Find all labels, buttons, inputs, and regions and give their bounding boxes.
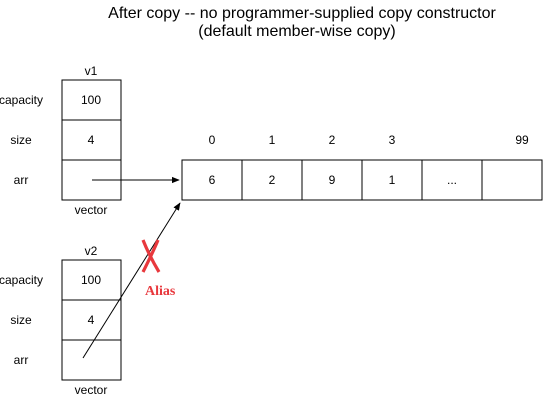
array-value-ellipsis: ... bbox=[447, 173, 457, 187]
v1-size-cell bbox=[61, 119, 122, 161]
array-value-1: 2 bbox=[269, 173, 276, 187]
x-mark-icon bbox=[141, 239, 161, 273]
array-cell-0 bbox=[181, 159, 243, 201]
vector-v1: v1 capacity size arr 100 4 vector bbox=[0, 64, 122, 217]
v1-size-value: 4 bbox=[88, 133, 95, 147]
v2-arr-label: arr bbox=[14, 353, 29, 367]
v2-size-label: size bbox=[10, 313, 32, 327]
v1-type-label: vector bbox=[75, 203, 108, 217]
v1-size-label: size bbox=[10, 133, 32, 147]
v1-capacity-cell bbox=[61, 79, 122, 121]
v2-capacity-cell bbox=[61, 259, 122, 301]
array-value-0: 6 bbox=[209, 173, 216, 187]
array-cell-ellipsis bbox=[421, 159, 483, 201]
v2-name: v2 bbox=[85, 244, 98, 258]
v1-arr-label: arr bbox=[14, 173, 29, 187]
v2-size-value: 4 bbox=[88, 313, 95, 327]
array-index-99: 99 bbox=[515, 133, 529, 147]
array-value-3: 1 bbox=[389, 173, 396, 187]
v2-arr-pointer-arrow bbox=[82, 202, 181, 359]
array-value-2: 9 bbox=[329, 173, 336, 187]
array-index-2: 2 bbox=[329, 133, 336, 147]
v2-type-label: vector bbox=[75, 383, 108, 397]
vector-v2: v2 capacity size arr 100 4 vector bbox=[0, 244, 122, 397]
array-cell-1 bbox=[241, 159, 303, 201]
v2-capacity-value: 100 bbox=[81, 273, 101, 287]
heap-array: 0 1 2 3 99 6 2 9 1 ... bbox=[181, 133, 543, 201]
diagram-subtitle: (default member-wise copy) bbox=[198, 23, 395, 40]
array-cell-3 bbox=[361, 159, 423, 201]
diagram-title: After copy -- no programmer-supplied cop… bbox=[108, 5, 496, 22]
v1-capacity-label: capacity bbox=[0, 93, 43, 107]
array-index-3: 3 bbox=[389, 133, 396, 147]
array-cell-2 bbox=[301, 159, 363, 201]
v2-arr-cell bbox=[61, 339, 122, 381]
v1-capacity-value: 100 bbox=[81, 93, 101, 107]
alias-label: Alias bbox=[145, 284, 176, 299]
x-mark-stroke-2 bbox=[141, 239, 160, 273]
array-index-1: 1 bbox=[269, 133, 276, 147]
array-index-0: 0 bbox=[209, 133, 216, 147]
array-cell-99 bbox=[481, 159, 543, 201]
v2-capacity-label: capacity bbox=[0, 273, 43, 287]
v1-name: v1 bbox=[85, 64, 98, 78]
